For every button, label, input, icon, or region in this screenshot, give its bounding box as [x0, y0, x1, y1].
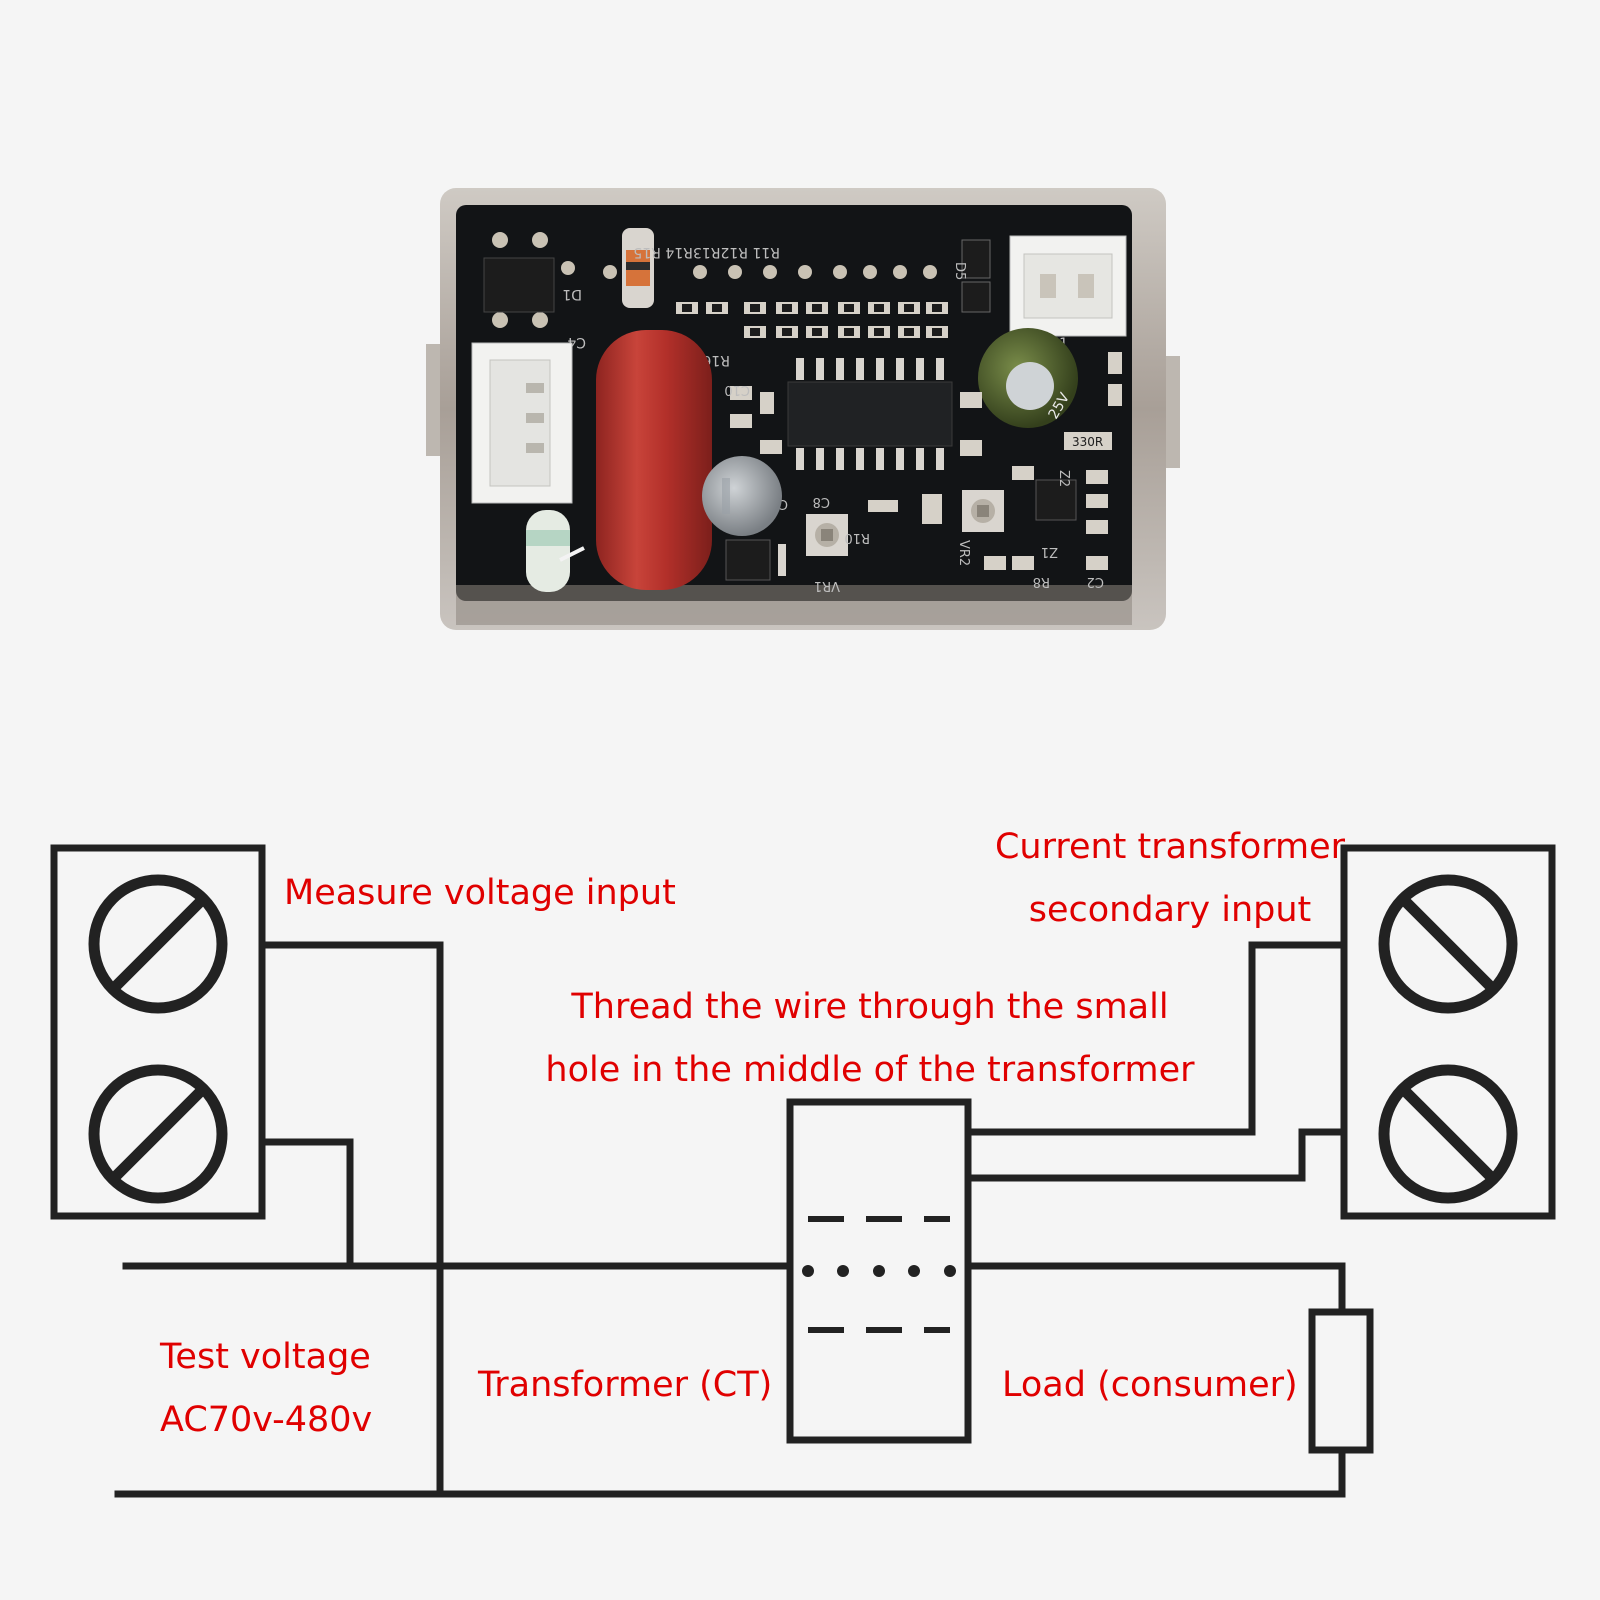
ct-wire-dots — [802, 1265, 956, 1277]
label-ct-secondary-line2: secondary input — [1028, 889, 1312, 930]
label-test-voltage: Test voltage AC70v-480v — [160, 1336, 372, 1441]
via-row — [603, 265, 937, 279]
label-ct-secondary-input: Current transformer secondary input — [950, 826, 1390, 931]
label-load-consumer: Load (consumer) — [1002, 1365, 1298, 1405]
label-test-voltage-line1: Test voltage — [160, 1337, 371, 1377]
label-ct-secondary-line1: Current transformer — [994, 827, 1346, 867]
trimpot-vr1 — [806, 514, 848, 556]
svg-text:Z1: Z1 — [1041, 544, 1058, 559]
svg-text:Z2: Z2 — [1056, 470, 1071, 487]
svg-text:D5: D5 — [952, 262, 967, 280]
load-resistor — [1308, 1308, 1374, 1454]
line-neutral — [114, 1448, 1346, 1498]
label-transformer-ct: Transformer (CT) — [478, 1365, 773, 1405]
terminal-screw-icon — [88, 874, 1518, 1204]
wire-ct-secondary-1 — [964, 941, 1348, 1136]
connector-right — [1009, 235, 1127, 337]
silk-r11-r15: R11 R12R13R14 R15 — [633, 244, 780, 260]
inductor — [526, 510, 585, 592]
wire-measure-top — [258, 941, 444, 1498]
svg-text:R8: R8 — [1033, 574, 1050, 589]
wire-measure-bottom — [258, 1138, 354, 1270]
wire-ct-secondary-2 — [964, 1128, 1348, 1182]
svg-text:C2: C2 — [1087, 574, 1104, 589]
terminal-block-left — [50, 844, 266, 1220]
svg-text:C10: C10 — [724, 382, 750, 397]
connector-left — [471, 342, 573, 504]
svg-text:C8: C8 — [813, 494, 830, 509]
label-thread-instruction: Thread the wire through the small hole i… — [520, 986, 1220, 1091]
silk-d1: D1 — [562, 286, 582, 302]
ct-core-hole — [808, 1216, 950, 1333]
terminal-block-right — [1340, 844, 1556, 1220]
ic-chip — [787, 358, 953, 470]
label-measure-voltage-input: Measure voltage input — [284, 873, 676, 913]
electrolytic-grey — [702, 456, 782, 536]
svg-text:VR2: VR2 — [956, 540, 971, 566]
label-thread-line2: hole in the middle of the transformer — [545, 1049, 1195, 1090]
svg-text:R10: R10 — [844, 530, 870, 545]
svg-text:330R: 330R — [1072, 435, 1103, 449]
film-capacitor — [596, 330, 712, 590]
bridge-rectifier — [483, 257, 555, 313]
svg-text:VR1: VR1 — [814, 578, 840, 593]
trimpot-vr2 — [962, 490, 1004, 532]
smd-resistor-row — [676, 302, 948, 338]
line-phase-right — [964, 1262, 1346, 1314]
label-test-voltage-line2: AC70v-480v — [160, 1399, 373, 1440]
current-transformer — [786, 1098, 972, 1444]
label-thread-line1: Thread the wire through the small — [571, 987, 1169, 1027]
